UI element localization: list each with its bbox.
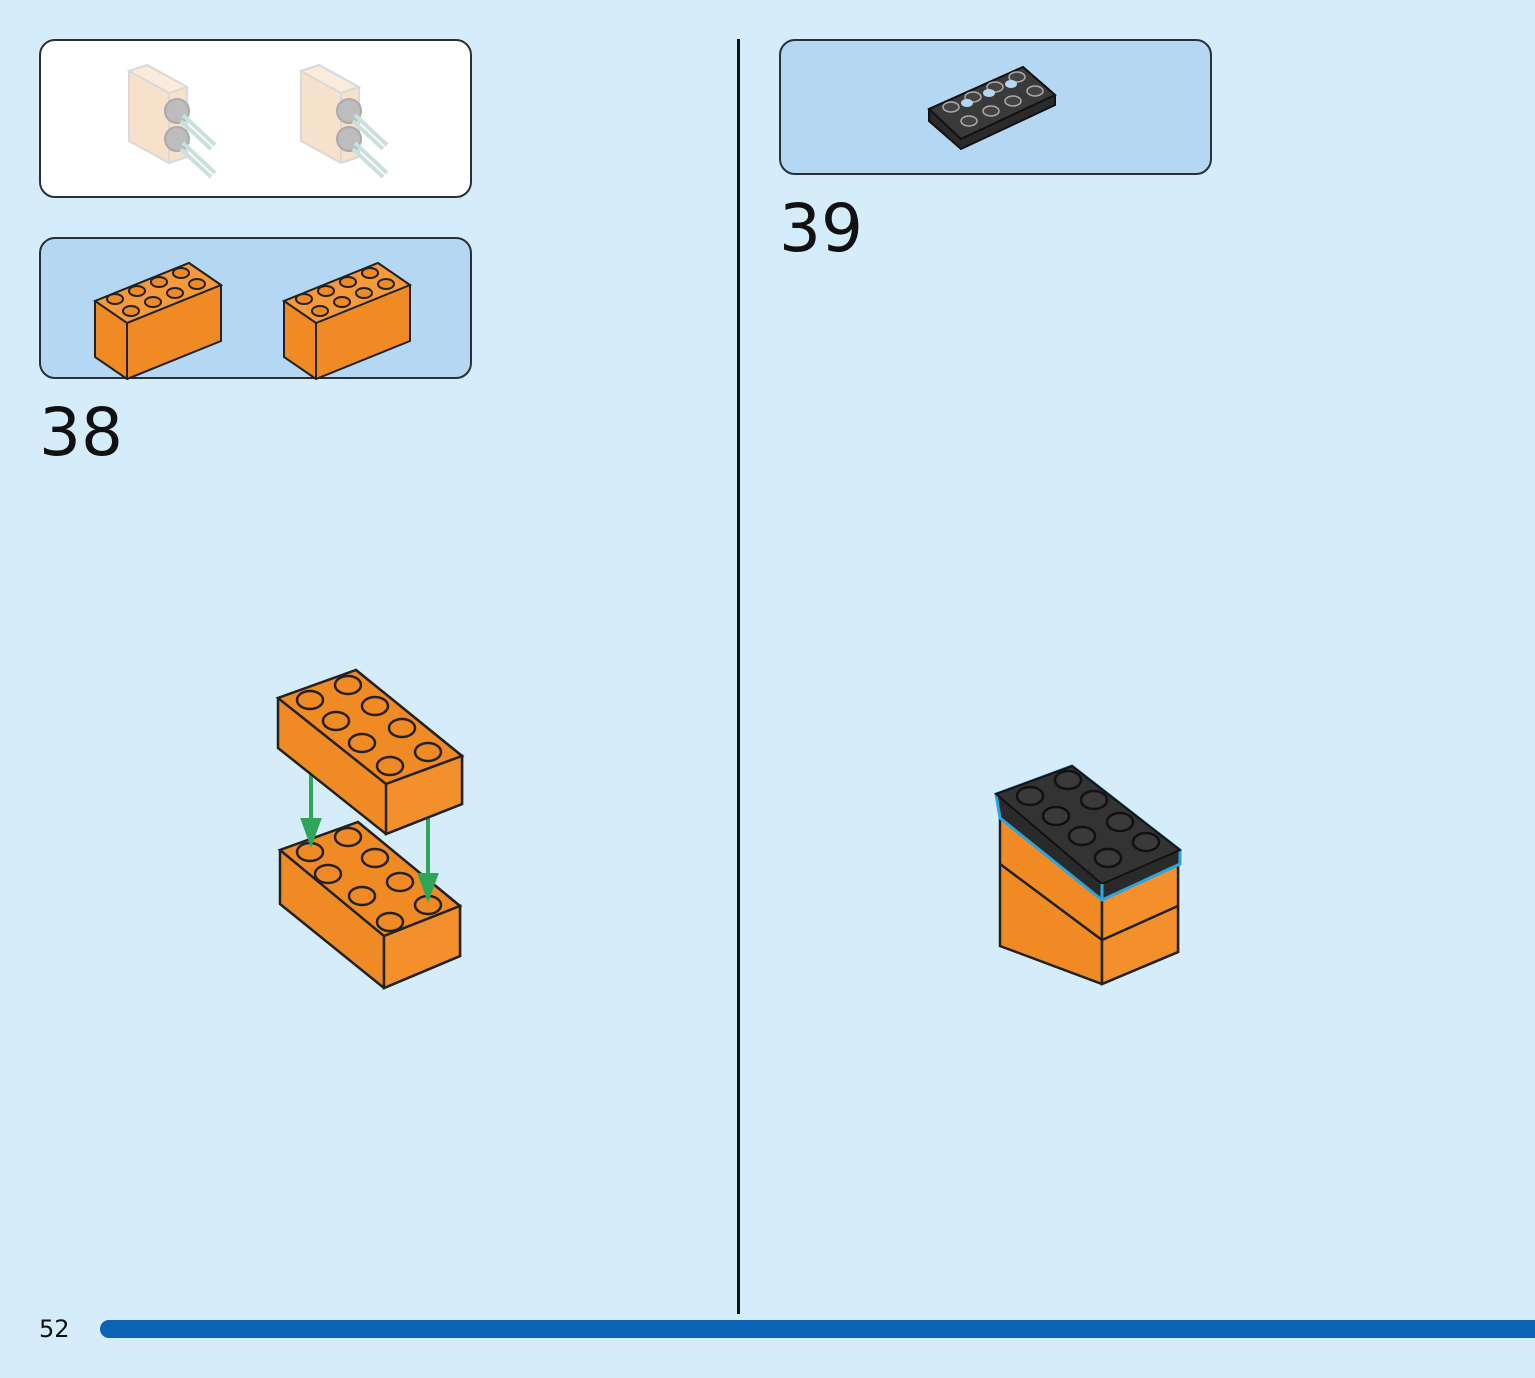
page-progress-bar [100, 1320, 1535, 1338]
step-38-assembly-illustration [275, 668, 465, 990]
black-plate-on-top [994, 764, 1182, 902]
parts-callout-step-38 [39, 237, 472, 381]
stacked-orange-bricks [998, 815, 1180, 986]
faded-sensor-icon [126, 63, 217, 179]
page-number: 52 [39, 1315, 70, 1343]
previous-parts-hint-panel [39, 39, 472, 198]
step-number-38: 38 [39, 394, 123, 471]
step-39-assembly-illustration [994, 764, 1182, 986]
green-arrow-icon [300, 770, 439, 903]
orange-brick-upper [275, 668, 465, 836]
step-number-39: 39 [779, 190, 863, 267]
orange-brick-lower [277, 820, 463, 990]
orange-brick-2x4-icon [92, 261, 224, 381]
orange-brick-2x4-icon [281, 261, 413, 381]
parts-callout-step-39 [779, 39, 1212, 175]
black-plate-2x4-icon [927, 65, 1057, 151]
step-divider [737, 39, 740, 1314]
faded-sensor-icon [298, 63, 389, 179]
